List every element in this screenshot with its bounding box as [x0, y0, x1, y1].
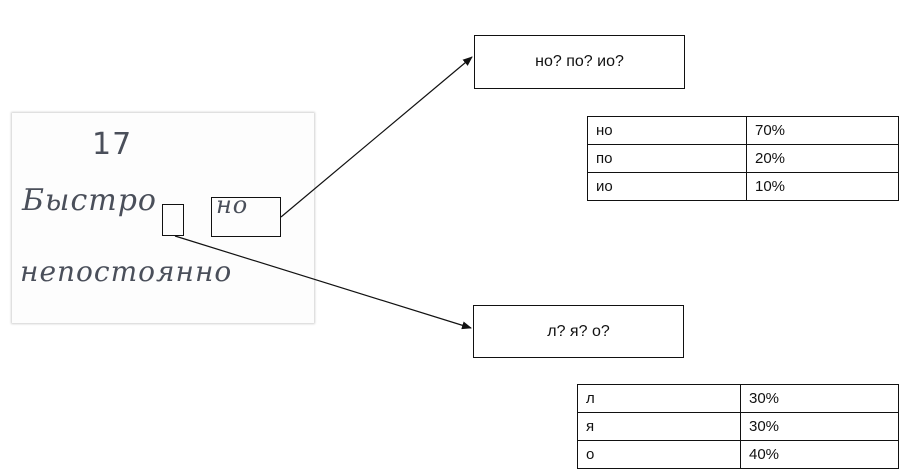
prob-cell: 20% — [746, 144, 899, 173]
char-cell: но — [587, 116, 747, 145]
prob-cell: 70% — [746, 116, 899, 145]
table-row: о 40% — [577, 440, 899, 469]
bottom-candidates-label: л? я? о? — [547, 322, 610, 340]
top-candidates-box: но? по? ио? — [474, 35, 685, 89]
prob-cell: 40% — [740, 440, 899, 469]
table-row: л 30% — [577, 384, 899, 413]
table-row: я 30% — [577, 412, 899, 441]
scan-word-2: но — [216, 191, 249, 219]
table-row: ио 10% — [587, 172, 899, 201]
char-cell: я — [577, 412, 741, 441]
scan-number: 17 — [92, 127, 133, 162]
scan-word-1: Быстро — [22, 183, 157, 218]
table-row: но 70% — [587, 116, 899, 145]
char-cell: ио — [587, 172, 747, 201]
handwriting-scan: 17 Быстро но непостоянно — [12, 113, 314, 323]
top-probability-table: но 70% по 20% ио 10% — [587, 116, 899, 201]
char-cell: о — [577, 440, 741, 469]
char-cell: по — [587, 144, 747, 173]
highlight-box-letter — [162, 204, 184, 236]
prob-cell: 30% — [740, 412, 899, 441]
top-candidates-label: но? по? ио? — [535, 53, 624, 70]
char-cell: л — [577, 384, 741, 413]
prob-cell: 10% — [746, 172, 899, 201]
bottom-candidates-box: л? я? о? — [473, 305, 684, 358]
bottom-probability-table: л 30% я 30% о 40% — [577, 384, 899, 469]
arrow-to-top-candidates — [280, 56, 473, 218]
table-row: по 20% — [587, 144, 899, 173]
scan-word-3: непостоянно — [20, 255, 233, 288]
prob-cell: 30% — [740, 384, 899, 413]
arrow-to-bottom-candidates — [174, 235, 472, 330]
highlight-box-word — [211, 197, 281, 237]
